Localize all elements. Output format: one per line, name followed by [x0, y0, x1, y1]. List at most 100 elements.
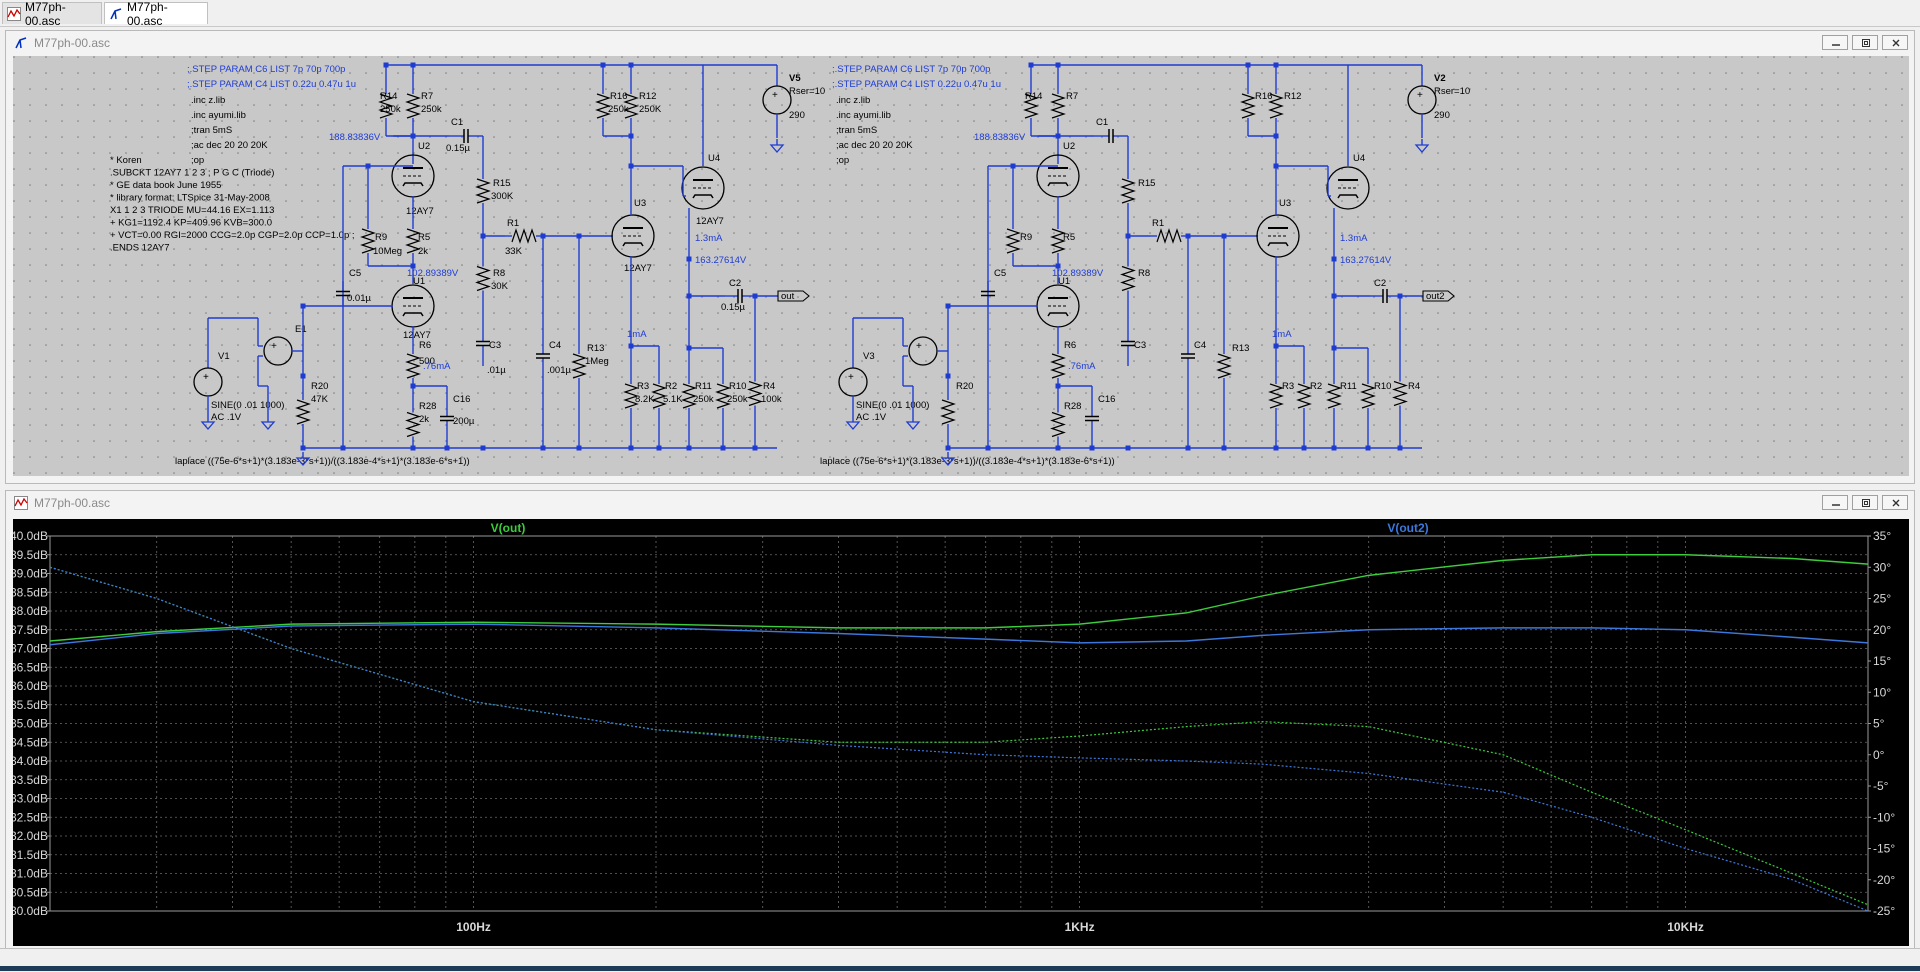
minimize-button[interactable] [1822, 495, 1848, 510]
junction [628, 445, 634, 451]
close-button[interactable] [1882, 495, 1908, 510]
resistor-r16[interactable] [595, 93, 611, 119]
resistor-r10[interactable] [715, 383, 731, 409]
tube-u3[interactable] [1256, 214, 1300, 258]
part-ref: R15 [1138, 178, 1155, 189]
current-label: .76mA [423, 361, 451, 372]
resistor-r7[interactable] [1050, 93, 1066, 119]
spice-directive: ;ac dec 20 20 20K [836, 140, 913, 151]
resistor-r5[interactable] [1050, 228, 1066, 254]
junction [1397, 445, 1403, 451]
part-ref: R20 [311, 381, 328, 392]
resistor-r14[interactable] [1023, 93, 1039, 119]
restore-button[interactable] [1852, 35, 1878, 50]
junction [300, 445, 306, 451]
resistor-r1[interactable] [511, 228, 537, 244]
junction [300, 373, 306, 379]
resistor-r11[interactable] [681, 383, 697, 409]
part-ref: R15 [493, 178, 510, 189]
resistor-r9[interactable] [360, 228, 376, 254]
resistor-r10[interactable] [1360, 383, 1376, 409]
part-ref: R11 [695, 381, 712, 392]
minimize-button[interactable] [1822, 35, 1848, 50]
tube-u3[interactable] [611, 214, 655, 258]
resistor-r15[interactable] [475, 178, 491, 204]
resistor-r12[interactable] [1268, 93, 1284, 119]
part-ref: R7 [1066, 91, 1078, 102]
resistor-r3[interactable] [1268, 383, 1284, 409]
source-plus-icon: + [848, 372, 854, 383]
part-value: 250k [693, 394, 714, 405]
spice-directive: ;tran 5mS [191, 125, 232, 136]
part-ref: R3 [637, 381, 649, 392]
schematic-window-titlebar[interactable]: M77ph-00.asc [6, 31, 1914, 55]
resistor-r6[interactable] [405, 353, 421, 379]
resistor-r14[interactable] [378, 93, 394, 119]
circuit-right: ;.STEP PARAM C6 LIST 7p 70p 700p;.STEP P… [820, 62, 1470, 467]
resistor-r11[interactable] [1326, 383, 1342, 409]
tube-u4[interactable] [1326, 166, 1370, 210]
resistor-r4[interactable] [1392, 380, 1408, 407]
plot-window-titlebar[interactable]: M77ph-00.asc [6, 491, 1914, 515]
resistor-r16[interactable] [1240, 93, 1256, 119]
part-ref: R13 [1232, 343, 1249, 354]
resistor-r12[interactable] [623, 93, 639, 119]
part-ref: V3 [863, 351, 875, 362]
subckt-line: * library format: LTSpice 31-May-2008 [110, 193, 270, 204]
resistor-r2[interactable] [1296, 383, 1312, 409]
junction [1089, 445, 1095, 451]
resistor-r15[interactable] [1120, 178, 1136, 204]
resistor-r6[interactable] [1050, 353, 1066, 379]
schematic-icon [14, 36, 28, 50]
junction [720, 445, 726, 451]
part-ref: R1 [1152, 218, 1164, 229]
resistor-r9[interactable] [1005, 228, 1021, 254]
resistor-r8[interactable] [475, 265, 491, 292]
part-ref: R11 [1340, 381, 1357, 392]
resistor-r28[interactable] [1050, 411, 1066, 438]
restore-button[interactable] [1852, 495, 1878, 510]
resistor-r7[interactable] [405, 93, 421, 119]
schematic-canvas[interactable]: ;.STEP PARAM C6 LIST 7p 70p 700p;.STEP P… [13, 56, 1909, 476]
current-label: 1mA [1272, 329, 1292, 340]
resistor-r1[interactable] [1156, 228, 1182, 244]
resistor-r28[interactable] [405, 411, 421, 438]
laplace-expression: laplace ((75e-6*s+1)*(3.183e-3*s+1))/((3… [820, 456, 1115, 467]
resistor-r13[interactable] [1216, 353, 1232, 379]
part-ref: C5 [994, 268, 1006, 279]
tab-waveform[interactable]: M77ph-00.asc [2, 0, 102, 28]
part-value: 200µ [453, 416, 475, 427]
part-ref: R28 [1064, 401, 1081, 412]
spice-directive: ;tran 5mS [836, 125, 877, 136]
part-value: AC .1V [211, 412, 242, 423]
net-label-out[interactable] [777, 290, 810, 302]
part-ref: C5 [349, 268, 361, 279]
junction [1331, 256, 1337, 262]
y-tick-label-right: 5° [1873, 717, 1885, 731]
net-label-text: out [781, 291, 795, 302]
net-label-out[interactable] [1422, 290, 1455, 302]
spice-directive: ;.STEP PARAM C4 LIST 0.22u 0.47u 1u [187, 79, 356, 90]
junction [540, 445, 546, 451]
resistor-r20[interactable] [940, 399, 956, 425]
tube-u4[interactable] [681, 166, 725, 210]
resistor-r2[interactable] [651, 383, 667, 409]
current-label: .76mA [1068, 361, 1096, 372]
part-ref: R16 [1255, 91, 1272, 102]
ground-icon [769, 144, 785, 153]
close-button[interactable] [1882, 35, 1908, 50]
y-tick-label-right: 35° [1873, 529, 1891, 543]
resistor-r3[interactable] [623, 383, 639, 409]
spice-directive: ;op [836, 155, 849, 166]
resistor-r13[interactable] [571, 353, 587, 379]
resistor-r8[interactable] [1120, 265, 1136, 292]
part-value: 250K [639, 104, 662, 115]
tab-bar: M77ph-00.asc M77ph-00.asc [0, 0, 1920, 28]
tab-schematic[interactable]: M77ph-00.asc [104, 0, 208, 28]
resistor-r5[interactable] [405, 228, 421, 254]
resistor-r20[interactable] [295, 399, 311, 425]
resistor-r4[interactable] [747, 380, 763, 407]
part-value: 8.2K [635, 394, 655, 405]
part-ref: R8 [493, 268, 505, 279]
